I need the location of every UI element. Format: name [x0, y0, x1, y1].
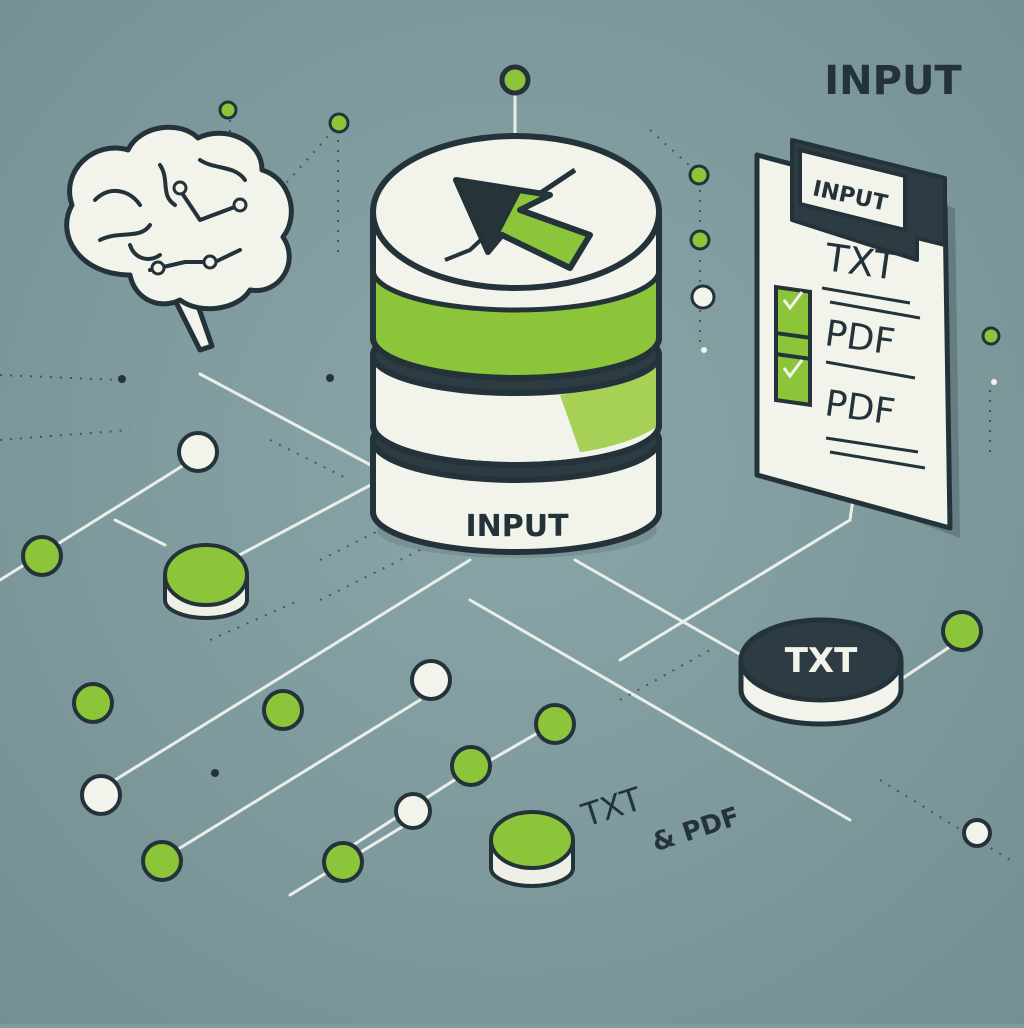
- node-icon: [450, 745, 492, 787]
- node-icon: [322, 841, 364, 883]
- checkbox-icon: [774, 284, 812, 341]
- node-icon: [941, 610, 983, 652]
- node-icon: [80, 774, 122, 816]
- database-label: INPUT: [465, 509, 569, 544]
- node-icon: [72, 682, 114, 724]
- checklist-item: PDF: [774, 351, 926, 470]
- node-icon: [218, 100, 238, 120]
- cursor-arrow-icon: [444, 167, 593, 271]
- page-title: INPUT: [824, 58, 962, 104]
- checklist-item-label: TXT: [821, 235, 900, 289]
- network-nodes: [21, 100, 1001, 883]
- node-icon: [981, 326, 1001, 346]
- node-icon: [141, 840, 183, 882]
- checklist-item-label: PDF: [822, 313, 897, 363]
- txt-badge: TXT: [738, 617, 904, 727]
- node-icon: [689, 229, 711, 251]
- txt-badge-label: TXT: [785, 641, 858, 681]
- node-icon: [962, 818, 992, 848]
- node-icon: [177, 431, 219, 473]
- scattered-dots: [118, 347, 997, 777]
- node-icon: [21, 535, 63, 577]
- node-icon: [328, 112, 350, 134]
- brain-icon: [64, 124, 294, 353]
- document-card: INPUT TXT PDF PDF: [754, 138, 960, 538]
- database-icon: [370, 64, 662, 558]
- node-icon: [410, 659, 452, 701]
- node-icon: [534, 703, 576, 745]
- node-icon: [690, 284, 716, 310]
- node-icon: [262, 689, 304, 731]
- checklist-item: PDF: [774, 284, 916, 380]
- small-cylinder-bottom: [489, 810, 575, 888]
- node-icon: [688, 164, 710, 186]
- small-cylinder-left: [163, 543, 249, 620]
- checkbox-icon: [774, 351, 812, 408]
- checklist-item-label: PDF: [822, 383, 897, 433]
- node-icon: [394, 792, 432, 830]
